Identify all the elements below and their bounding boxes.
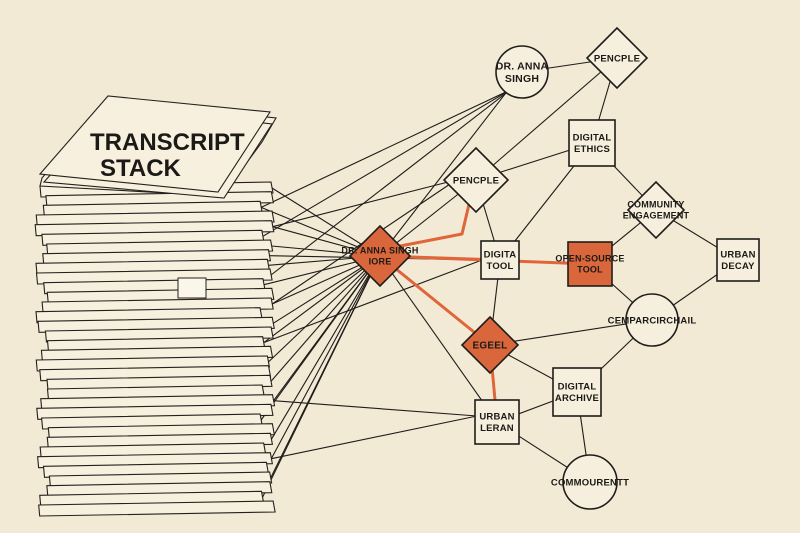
node-diamond bbox=[348, 224, 412, 288]
node-label: OPEN-SOURCE bbox=[555, 254, 624, 264]
graph-edge bbox=[379, 255, 498, 423]
stack-title-line1: TRANSCRIPT bbox=[90, 129, 245, 156]
transcript-cover-sheet-top bbox=[38, 95, 271, 193]
node-diamond bbox=[442, 146, 510, 214]
node-label: COMMOURENTT bbox=[551, 477, 629, 488]
node-label: LERAN bbox=[480, 423, 514, 434]
graph-edge bbox=[475, 57, 618, 181]
node-diamond bbox=[460, 315, 520, 375]
node-label: PENCPLE bbox=[594, 53, 640, 64]
fan-edge bbox=[273, 400, 478, 417]
stack-title-line2: STACK bbox=[100, 155, 182, 182]
node-label: TOOL bbox=[486, 261, 513, 272]
node-label: SINGH bbox=[505, 73, 539, 85]
node-circle bbox=[625, 293, 679, 347]
fan-edge bbox=[268, 255, 381, 363]
graph-edge bbox=[379, 71, 523, 257]
node-egeel: EGEEL bbox=[460, 315, 520, 375]
node-commourentt: COMMOURENTT bbox=[551, 454, 629, 510]
transcript-sheet bbox=[38, 500, 276, 517]
stack-title: TRANSCRIPT STACK bbox=[90, 129, 245, 182]
node-square bbox=[474, 399, 520, 445]
node-pencple-top: PENCPLE bbox=[585, 26, 649, 90]
node-label: PENCPLE bbox=[453, 175, 499, 186]
node-label: EGEEL bbox=[473, 341, 508, 352]
transcript-stack bbox=[34, 95, 277, 517]
sheet-tab-marker bbox=[177, 277, 207, 299]
graph-edge bbox=[489, 319, 653, 346]
node-square bbox=[716, 238, 760, 282]
fan-edge bbox=[262, 89, 511, 237]
node-label: ARCHIVE bbox=[555, 393, 599, 404]
node-square bbox=[552, 367, 602, 417]
node-label: DECAY bbox=[721, 261, 755, 272]
fan-edge bbox=[270, 255, 381, 382]
node-label: ENGAGEMENT bbox=[623, 211, 690, 221]
node-label: DIGITA bbox=[484, 250, 517, 261]
node-square bbox=[480, 240, 520, 280]
node-label: URBAN bbox=[720, 250, 755, 261]
fan-edge bbox=[270, 255, 381, 440]
fan-edge bbox=[271, 415, 478, 460]
node-label: URBAN bbox=[479, 412, 514, 423]
node-label: IORE bbox=[369, 257, 392, 267]
node-label: CEMPARCIRCHAIL bbox=[608, 315, 697, 326]
node-diamond bbox=[626, 180, 686, 240]
fan-edge bbox=[270, 255, 381, 459]
fan-edge bbox=[263, 259, 483, 344]
fan-edge bbox=[260, 255, 381, 421]
fan-edge bbox=[261, 255, 381, 498]
node-diamond bbox=[585, 26, 649, 90]
fan-edge bbox=[272, 179, 457, 228]
fan-edge bbox=[263, 255, 381, 344]
node-label: DIGITAL bbox=[558, 382, 597, 393]
node-circle bbox=[562, 454, 618, 510]
node-square bbox=[568, 119, 616, 167]
graph-nodes: DR. ANNASINGHPENCPLEDIGITALETHICSPENCPLE… bbox=[341, 26, 760, 510]
node-label: DIGITAL bbox=[573, 133, 612, 144]
node-circle bbox=[495, 45, 549, 99]
node-label: ETHICS bbox=[574, 144, 610, 155]
node-square bbox=[567, 241, 613, 287]
highlight-edge bbox=[388, 198, 472, 250]
fan-edge bbox=[260, 89, 511, 208]
fan-edge bbox=[270, 89, 511, 276]
node-label: DR. ANNA bbox=[496, 60, 549, 72]
node-cempar: CEMPARCIRCHAIL bbox=[608, 293, 697, 347]
node-label: COMMUNITY bbox=[627, 200, 684, 210]
node-label: TOOL bbox=[577, 265, 603, 275]
node-label: DR. ANNA SINGH bbox=[341, 246, 418, 256]
node-pencple-mid: PENCPLE bbox=[442, 146, 510, 214]
highlight-edge bbox=[378, 254, 492, 347]
graph-edges bbox=[379, 57, 739, 483]
